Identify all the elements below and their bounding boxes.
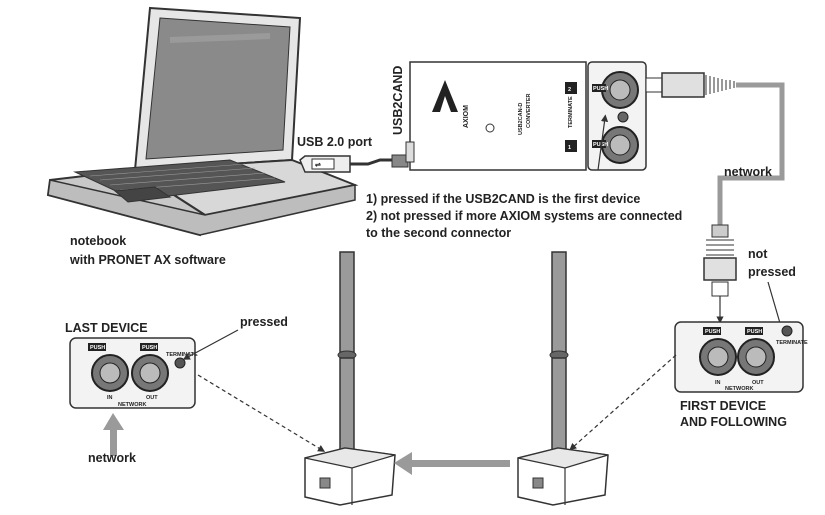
- last-device-panel: PUSH PUSH TERMINATE IN OUT NETWORK: [69, 337, 198, 409]
- first-device-label-2: AND FOLLOWING: [680, 415, 787, 429]
- svg-text:IN: IN: [715, 380, 721, 386]
- svg-text:OUT: OUT: [146, 395, 158, 401]
- network-label-bottom: network: [88, 451, 136, 465]
- note-1: 1) pressed if the USB2CAND is the first …: [366, 192, 640, 206]
- svg-text:2: 2: [568, 87, 571, 93]
- notebook-label: notebook: [70, 234, 126, 248]
- svg-text:USB2CAN-D: USB2CAN-D: [518, 103, 524, 135]
- terminate-button: [617, 111, 629, 123]
- svg-text:PUSH: PUSH: [747, 329, 762, 335]
- note-3: to the second connector: [366, 226, 511, 240]
- svg-text:TERMINATE: TERMINATE: [568, 96, 574, 128]
- laptop-icon: [46, 6, 359, 237]
- svg-text:NETWORK: NETWORK: [725, 386, 753, 392]
- terminate-button-first: [781, 325, 793, 337]
- svg-text:NETWORK: NETWORK: [118, 402, 146, 408]
- svg-text:PUSH: PUSH: [593, 86, 608, 92]
- not-pressed-label-2: pressed: [748, 265, 796, 279]
- usb2cand-connector-panel: PUSH PUSH: [587, 61, 647, 171]
- svg-text:AXIOM: AXIOM: [463, 105, 470, 128]
- svg-text:1: 1: [568, 145, 571, 151]
- svg-text:OUT: OUT: [752, 380, 764, 386]
- svg-text:TERMINATE: TERMINATE: [776, 340, 808, 346]
- speaker-column-right: [517, 251, 609, 506]
- svg-text:PUSH: PUSH: [593, 142, 608, 148]
- not-pressed-label-1: not: [748, 247, 768, 261]
- chain-arrow: [394, 452, 510, 475]
- svg-text:TERMINATE: TERMINATE: [166, 352, 198, 358]
- network-arrow-bottom: [103, 413, 124, 456]
- pressed-label: pressed: [240, 315, 288, 329]
- svg-text:PUSH: PUSH: [705, 329, 720, 335]
- usb-port-label: USB 2.0 port: [297, 135, 373, 149]
- svg-text:PUSH: PUSH: [90, 345, 105, 351]
- svg-text:PUSH: PUSH: [142, 345, 157, 351]
- speaker-column-left: [304, 251, 396, 506]
- svg-text:IN: IN: [107, 395, 113, 401]
- notebook-software-label: with PRONET AX software: [69, 253, 226, 267]
- svg-text:⇌: ⇌: [315, 161, 321, 169]
- network-cable-top: [645, 72, 785, 324]
- usb-cable: ⇌: [299, 154, 409, 173]
- network-label-right: network: [724, 165, 772, 179]
- axiom-logo: AXIOM: [432, 80, 470, 128]
- usb2cand-side-label: USB2CAND: [391, 66, 405, 135]
- note-2: 2) not pressed if more AXIOM systems are…: [366, 209, 682, 223]
- first-device-label-1: FIRST DEVICE: [680, 399, 766, 413]
- last-device-label: LAST DEVICE: [65, 321, 148, 335]
- svg-text:CONVERTER: CONVERTER: [526, 93, 532, 128]
- first-device-panel: PUSH PUSH TERMINATE IN OUT NETWORK: [674, 321, 808, 393]
- terminate-button-last: [174, 357, 186, 369]
- usb2cand-device: AXIOM USB2CAN-D CONVERTER 2 1 TERMINATE: [405, 61, 587, 171]
